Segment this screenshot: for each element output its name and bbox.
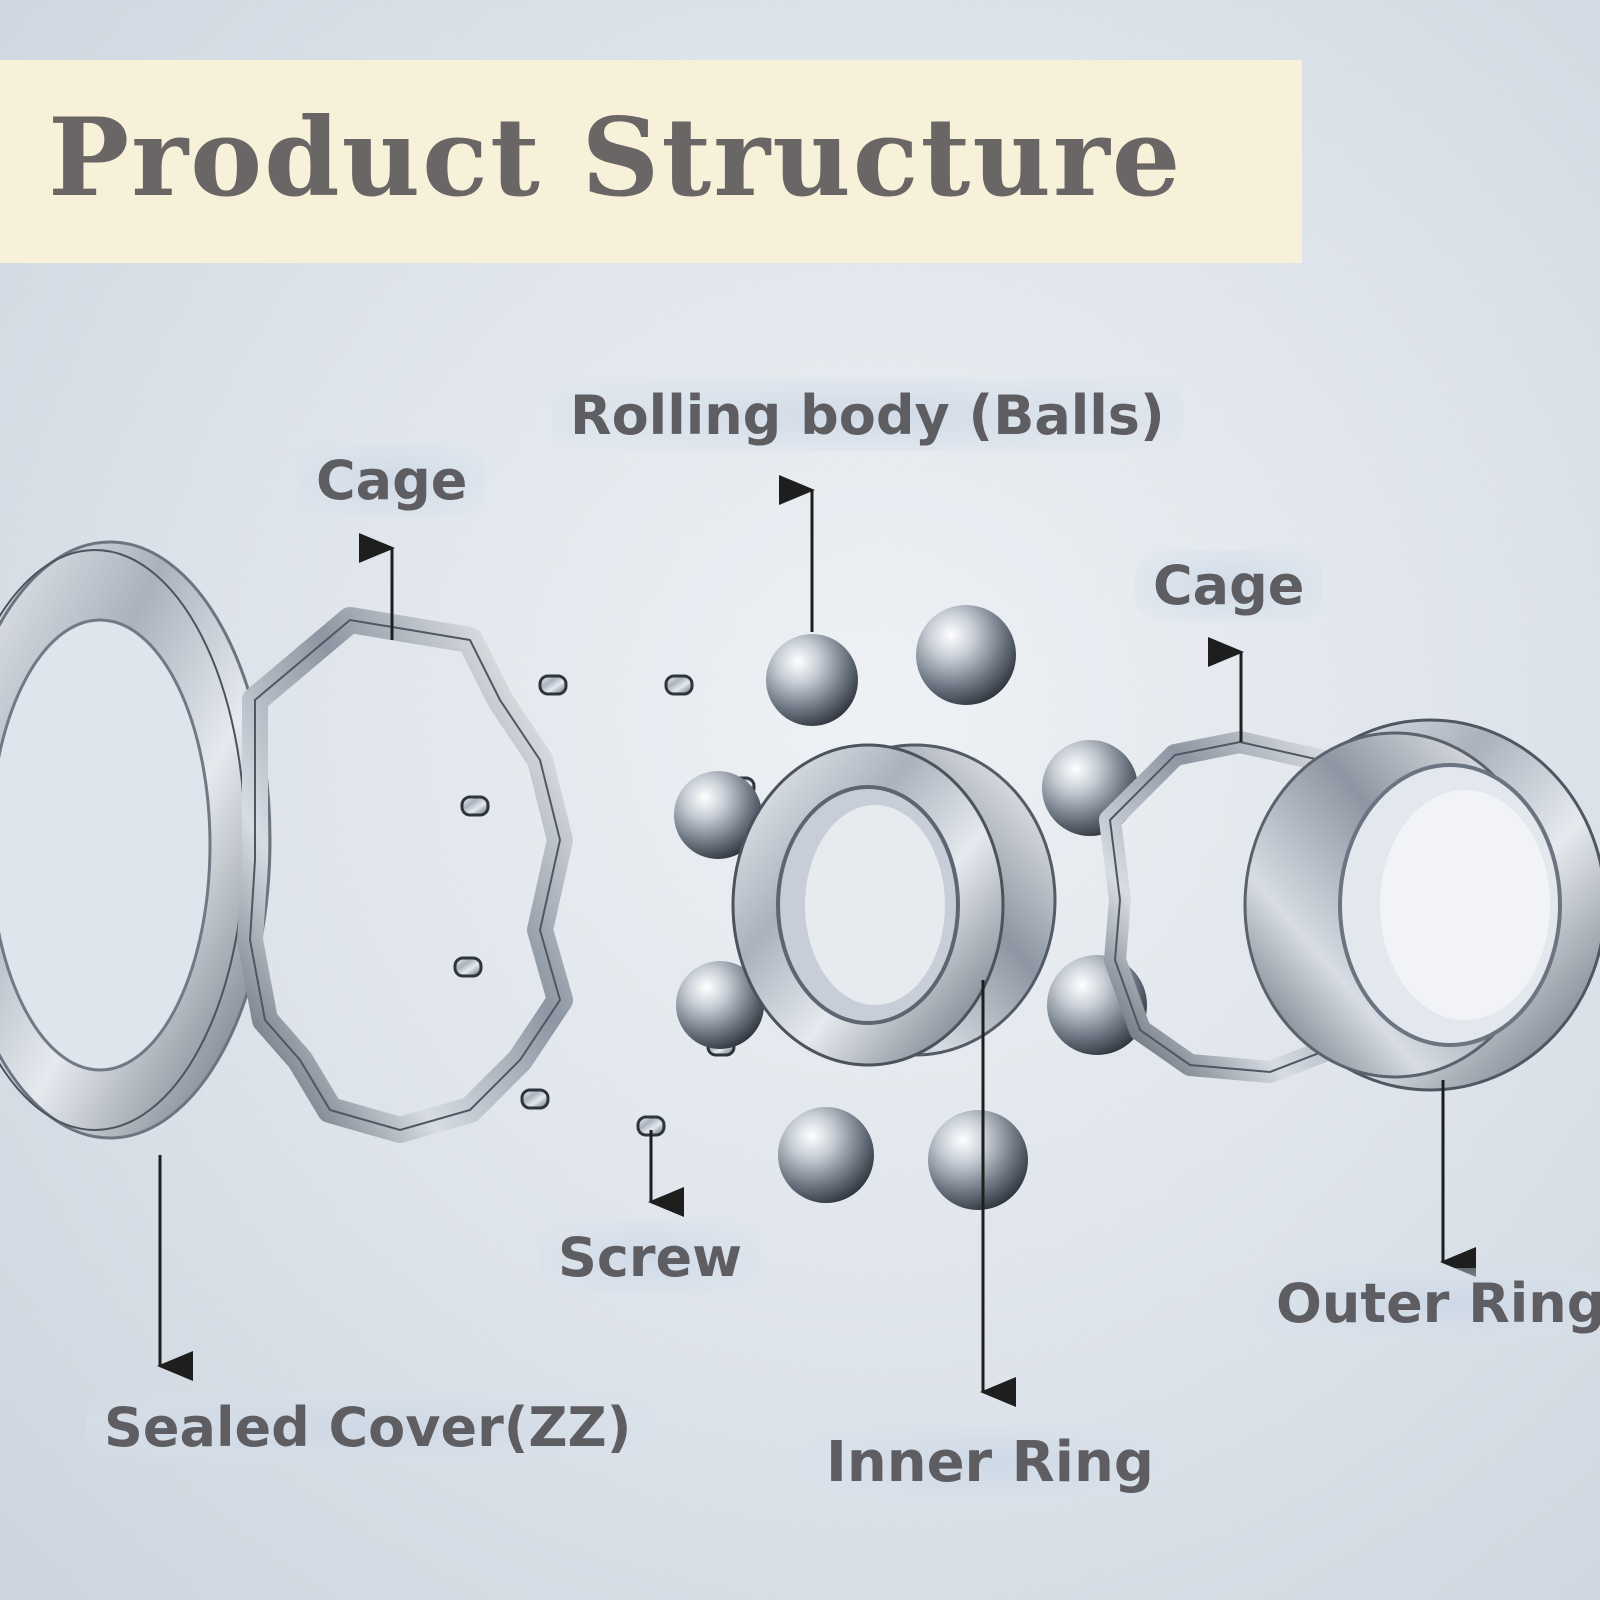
ball-icon	[916, 605, 1016, 705]
ball-icon	[766, 634, 858, 726]
inner-ring-part	[731, 743, 1057, 1067]
screw-icon	[538, 674, 568, 696]
screw-icon	[664, 674, 694, 696]
arrows	[157, 475, 1476, 1407]
title-banner	[0, 60, 1302, 263]
left-cage-part	[237, 607, 573, 1143]
label-rolling-body: Rolling body (Balls)	[552, 380, 1183, 451]
page-title: Product Structure	[48, 95, 1183, 221]
screw-icon	[453, 956, 483, 978]
screw-icon	[460, 795, 490, 817]
ball-icon	[674, 771, 762, 859]
screw-icon	[520, 1088, 550, 1110]
label-screw: Screw	[540, 1222, 761, 1293]
outer-ring-part	[1243, 718, 1600, 1092]
label-sealed-cover: Sealed Cover(ZZ)	[86, 1392, 650, 1463]
sealed-cover-part	[0, 540, 272, 1140]
rolling-balls	[674, 605, 1147, 1210]
label-inner-ring: Inner Ring	[808, 1426, 1172, 1499]
label-cage-left: Cage	[298, 445, 486, 516]
ball-icon	[778, 1107, 874, 1203]
label-cage-right: Cage	[1135, 550, 1323, 621]
label-outer-ring: Outer Ring	[1258, 1268, 1600, 1339]
ball-icon	[676, 961, 764, 1049]
ball-icon	[928, 1110, 1028, 1210]
